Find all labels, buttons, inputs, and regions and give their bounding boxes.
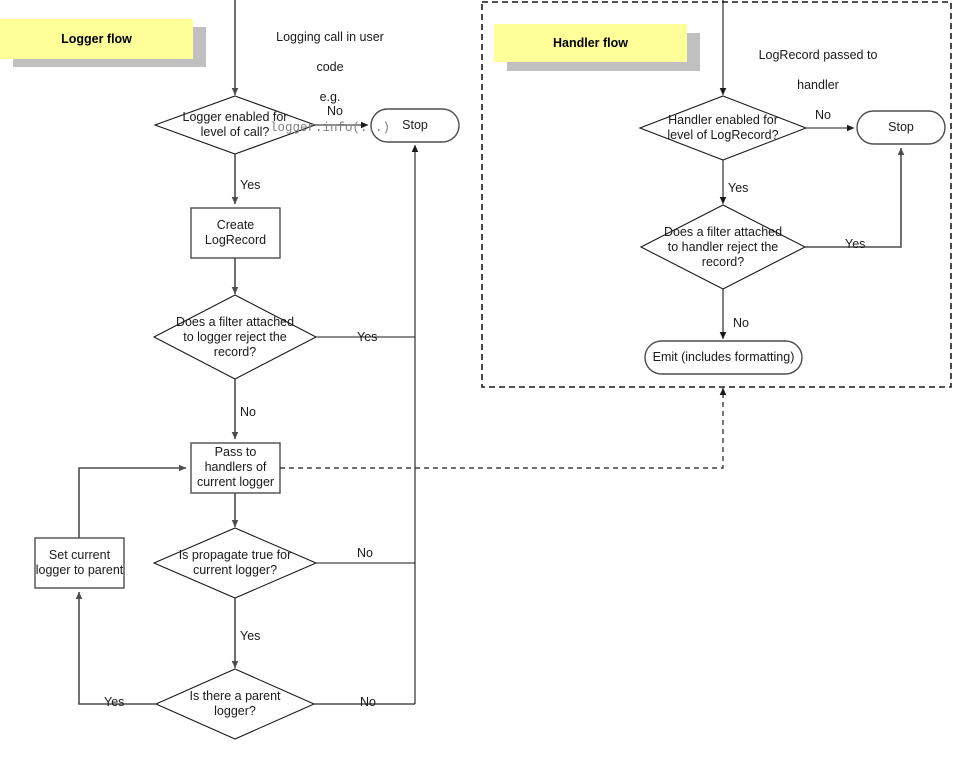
edge-label-is-propagate-no: No [357, 546, 373, 560]
handler-flow-group-box [481, 1, 952, 388]
decision-has-parent-label: Is there a parent logger? [189, 689, 281, 718]
decision-handler-filter-label: Does a filter attached to handler reject… [663, 225, 783, 269]
edge-label-handler-filter-no: No [733, 316, 749, 330]
logger-entry-note: Logging call in user code e.g. logger.in… [240, 15, 420, 136]
terminator-stop-handler-label: Stop [888, 120, 914, 134]
edge-label-is-propagate-yes: Yes [240, 629, 261, 643]
logger-entry-note-line1: Logging call in user [276, 30, 384, 44]
decision-logger-filter-label: Does a filter attached to logger reject … [175, 315, 295, 359]
process-create-logrecord-label: Create LogRecord [204, 218, 267, 247]
terminator-stop-logger [370, 108, 460, 143]
decision-has-parent [154, 668, 316, 740]
terminator-emit-label: Emit (includes formatting) [652, 350, 795, 364]
edge-has-parent-yes [75, 591, 156, 705]
decision-handler-enabled-label: Handler enabled for level of LogRecord? [667, 113, 779, 142]
terminator-stop-logger-label: Stop [402, 118, 428, 132]
edge-label-logger-filter-no: No [240, 405, 256, 419]
logger-entry-note-line3: e.g. [319, 90, 341, 104]
edge-label-logger-enabled-no: No [327, 104, 343, 118]
handler-flow-banner: Handler flow [494, 24, 687, 62]
handler-entry-note-line2: handler [797, 78, 839, 92]
edge-set-parent-to-pass [78, 464, 187, 538]
process-set-parent [34, 537, 125, 589]
edge-label-has-parent-no: No [360, 695, 376, 709]
edge-label-handler-enabled-yes: Yes [728, 181, 749, 195]
edge-label-logger-filter-yes: Yes [357, 330, 378, 344]
handler-entry-note: LogRecord passed to handler [728, 33, 908, 93]
logger-entry-note-line2: code [316, 60, 344, 74]
edge-label-has-parent-yes: Yes [104, 695, 125, 709]
edge-label-handler-filter-yes: Yes [845, 237, 866, 251]
edge-label-handler-enabled-no: No [815, 108, 831, 122]
logger-flow-banner: Logger flow [0, 19, 193, 59]
handler-entry-note-line1: LogRecord passed to [758, 48, 878, 62]
process-pass-to-handlers-label: Pass to handlers of current logger [196, 445, 275, 489]
decision-is-propagate-label: Is propagate true for current logger? [178, 548, 292, 577]
edge-label-logger-enabled-yes: Yes [240, 178, 261, 192]
process-set-parent-label: Set current logger to parent [35, 548, 124, 577]
decision-logger-enabled-label: Logger enabled for level of call? [182, 110, 288, 139]
edge-pass-to-handler-flow [280, 387, 727, 469]
terminator-stop-handler [856, 110, 946, 145]
edge-handler-filter-yes [805, 147, 905, 248]
logger-entry-note-code: logger.info(...) [269, 121, 391, 135]
terminator-emit [644, 340, 803, 375]
